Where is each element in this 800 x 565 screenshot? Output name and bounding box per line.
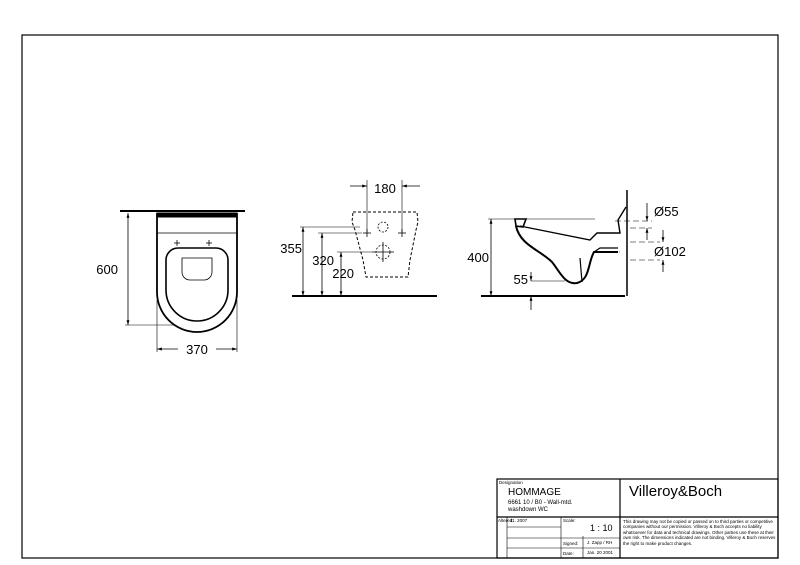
product-description-line-1: 6661 10 / B0 - Wall-mtd. (508, 500, 573, 506)
side-view (481, 190, 665, 310)
top-view (120, 210, 245, 352)
product-name: HOMMAGE (508, 487, 561, 498)
altered-label: Altered: (498, 518, 514, 523)
dimension-400: 400 (467, 250, 489, 265)
dimension-355: 355 (280, 241, 302, 256)
designation-label: Designation (499, 480, 523, 485)
altered-value: 11. 2007 (510, 518, 528, 523)
brand-logo: Villeroy&Boch (629, 483, 723, 500)
date-value: Jan. 20 2001 (587, 550, 614, 555)
product-description-line-2: washdown WC (508, 507, 549, 513)
wall-view (292, 180, 437, 297)
signed-value: J. Zapp / RH (587, 540, 613, 545)
date-label: Date: (563, 551, 574, 556)
dimension-320: 320 (312, 253, 334, 268)
drawing-frame (21, 34, 779, 559)
signed-label: Signed: (563, 541, 579, 546)
dimension-diameter-102: Ø102 (654, 244, 686, 259)
scale-label: Scale: (563, 518, 576, 523)
dimension-diameter-55: Ø55 (654, 204, 679, 219)
dimension-220: 220 (332, 266, 354, 281)
dimension-370: 370 (186, 342, 208, 357)
title-block-grid (496, 478, 779, 559)
dimension-55: 55 (514, 272, 528, 287)
disclaimer-text: This drawing may not be copied or passed… (623, 519, 776, 546)
dimension-600: 600 (96, 262, 118, 277)
scale-value: 1 : 10 (590, 523, 613, 533)
dimension-180: 180 (374, 181, 396, 196)
